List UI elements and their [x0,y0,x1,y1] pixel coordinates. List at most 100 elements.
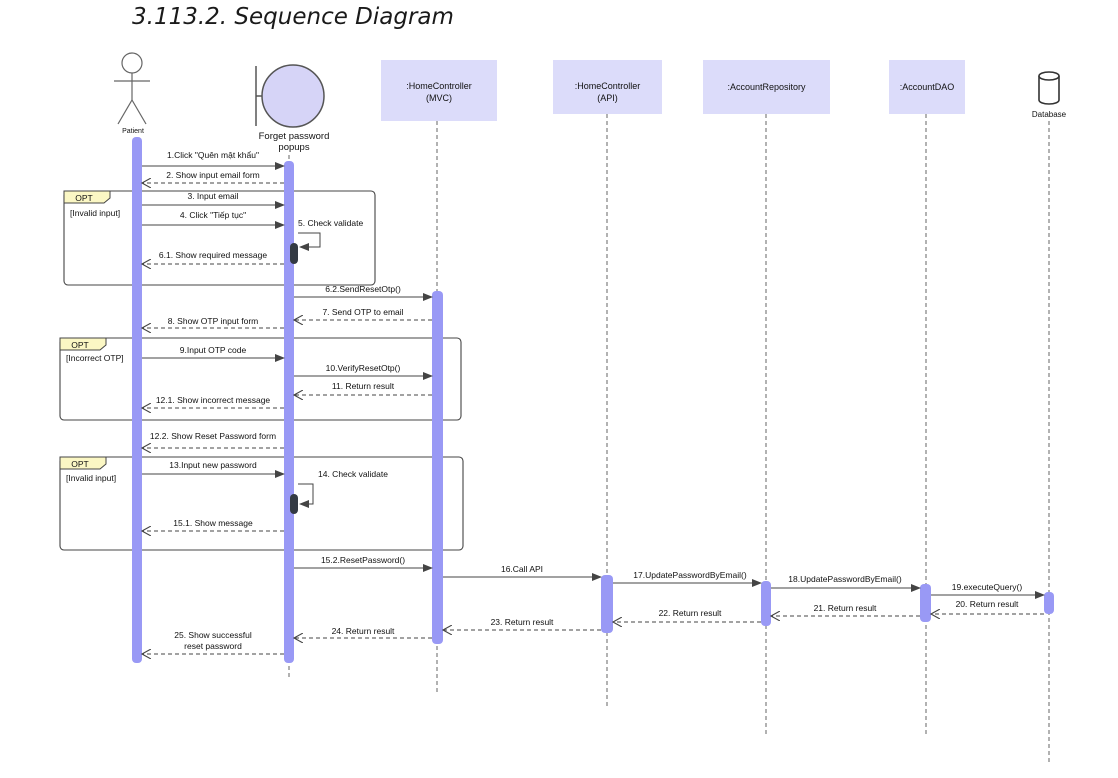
self-message-arrow [298,232,321,251]
message-5: 5. Check validate [298,218,363,251]
message-label: 13.Input new password [169,460,257,470]
message-label: 10.VerifyResetOtp() [326,363,401,373]
fragment-tag [59,337,107,351]
participant-database: Database [1032,71,1067,119]
message-18: 15.2.ResetPassword() [294,555,433,572]
message-label: 19.executeQuery() [952,582,1023,592]
message-label: 8. Show OTP input form [168,316,259,326]
participant-box [703,60,830,114]
fragment-frame [59,456,464,551]
message-label: 6.2.SendResetOtp() [325,284,401,294]
fragment-guard: [Invalid input] [66,473,116,483]
message-22: 19.executeQuery() [931,582,1045,599]
message-label: 12.2. Show Reset Password form [150,431,276,441]
participant-label: (MVC) [426,93,452,103]
activation-bar [1044,592,1054,614]
opt-fragment: OPT [Invalid input] [59,456,464,551]
message-20: 17.UpdatePasswordByEmail() [613,570,762,587]
message-label: 7. Send OTP to email [322,307,403,317]
message-13: 12.1. Show incorrect message [142,395,284,408]
database-icon [1038,71,1060,105]
message-label: 3. Input email [187,191,238,201]
message-7: 6.2.SendResetOtp() [294,284,433,301]
participant-label: Forget password [259,131,330,142]
message-27: 24. Return result [294,626,432,638]
message-label: reset password [184,641,242,651]
activation-bar [761,581,771,626]
participant-hc-api: :HomeController (API) [553,60,662,114]
message-1: 1.Click "Quên mật khẩu" [142,150,285,170]
message-24: 21. Return result [771,603,920,616]
fragment-tag [63,190,111,204]
fragment-operator: OPT [71,459,88,469]
activation-bar [132,137,142,663]
activation-bar [601,575,613,633]
boundary-icon [255,64,325,128]
message-11: 10.VerifyResetOtp() [294,363,433,380]
message-label: 21. Return result [814,603,877,613]
fragment-guard: [Invalid input] [70,208,120,218]
message-label: 22. Return result [659,608,722,618]
participant-label: (API) [597,93,618,103]
message-label: 4. Click "Tiếp tục" [180,210,246,220]
participant-repo: :AccountRepository [703,60,830,114]
self-message-arrow [298,483,314,508]
message-label: 16.Call API [501,564,543,574]
message-label: 12.1. Show incorrect message [156,395,271,405]
message-label: 24. Return result [332,626,395,636]
participant-patient: Patient [114,52,150,135]
fragment-frame [59,337,462,421]
message-label: 5. Check validate [298,218,363,228]
message-3: 3. Input email [142,191,285,209]
message-label: 6.1. Show required message [159,250,267,260]
message-17: 15.1. Show message [142,518,284,531]
participant-box [381,60,497,121]
message-12: 11. Return result [294,381,432,395]
activation-bar [920,584,931,622]
message-25: 22. Return result [613,608,761,622]
message-label: 15.2.ResetPassword() [321,555,405,565]
fragment-frame [63,190,376,286]
participant-hc-mvc: :HomeController(MVC) [381,60,497,121]
fragment-operator: OPT [75,193,92,203]
message-14: 12.2. Show Reset Password form [142,431,284,448]
message-21: 18.UpdatePasswordByEmail() [771,574,921,592]
activation-bar [290,243,298,264]
message-label: 1.Click "Quên mật khẩu" [167,150,259,160]
fragment-operator: OPT [71,340,88,350]
participant-label: Patient [122,128,144,135]
message-19: 16.Call API [443,564,602,581]
message-label: 15.1. Show message [173,518,253,528]
message-label: 18.UpdatePasswordByEmail() [788,574,902,584]
message-label: 2. Show input email form [166,170,260,180]
participant-box [889,60,965,114]
message-4: 4. Click "Tiếp tục" [142,210,285,229]
participant-label: popups [278,142,309,153]
message-label: 25. Show successful [174,630,252,640]
message-label: 14. Check validate [318,469,388,479]
message-16: 14. Check validate [298,469,388,508]
participant-label: :AccountRepository [727,82,806,92]
fragment-guard: [Incorrect OTP] [66,353,124,363]
message-26: 23. Return result [443,617,601,630]
participant-label: Database [1032,110,1067,119]
participant-box [553,60,662,114]
message-15: 13.Input new password [142,460,285,478]
participant-label: :HomeController [575,81,641,91]
participant-label: :AccountDAO [900,82,955,92]
message-23: 20. Return result [931,599,1044,614]
opt-fragment: OPT [Invalid input] [63,190,376,286]
message-6: 6.1. Show required message [142,250,284,264]
message-label: 9.Input OTP code [180,345,247,355]
participant-dao: :AccountDAO [889,60,965,114]
activation-bar [432,291,443,644]
page-title: 3.113.2. Sequence Diagram [132,4,454,30]
message-10: 9.Input OTP code [142,345,285,362]
opt-fragment: OPT [Incorrect OTP] [59,337,462,421]
message-label: 17.UpdatePasswordByEmail() [633,570,747,580]
message-label: 20. Return result [956,599,1019,609]
activation-bar [284,161,294,663]
